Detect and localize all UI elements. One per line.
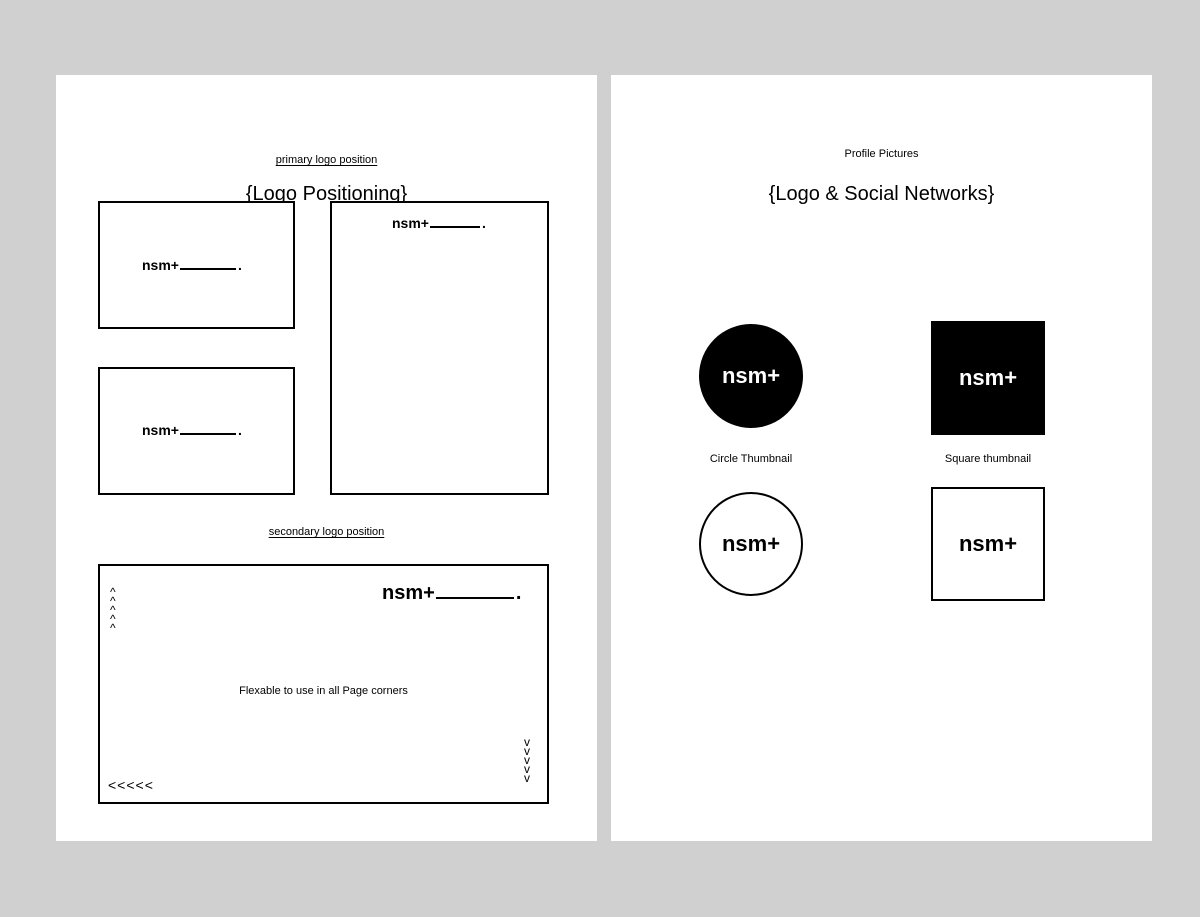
left-arrows: <<<<< (108, 777, 154, 793)
up-arrow-icon: ^ (110, 603, 116, 617)
page-title: {Logo & Social Networks} (768, 183, 995, 205)
logo-text: nsm+ (382, 582, 435, 604)
up-arrow-icon: ^ (110, 585, 116, 599)
down-arrows: v v v v v (524, 735, 530, 785)
logo-text: nsm+ (142, 257, 179, 273)
page-logo-social: {Logo & Social Networks} Profile Picture… (611, 75, 1152, 841)
down-arrow-icon: v (524, 735, 530, 749)
logo-wordmark: nsm+ . (392, 215, 486, 231)
circle-thumbnail-caption: Circle Thumbnail (709, 453, 793, 465)
logo-wordmark: nsm+ . (382, 582, 521, 605)
logo-text: nsm+ (958, 365, 1018, 390)
up-arrow-icon: ^ (110, 621, 116, 635)
logo-blank (435, 597, 514, 599)
logo-wordmark: nsm+ . (142, 257, 242, 273)
logo-dot: . (237, 257, 242, 273)
up-arrow-icon: ^ (110, 594, 116, 608)
page-logo-positioning: {Logo Positioning} primary logo position… (56, 75, 597, 841)
landscape-frame-bottom: nsm+ . (98, 367, 295, 495)
up-arrows: ^ ^ ^ ^ ^ (110, 585, 116, 635)
secondary-frame: nsm+ . ^ ^ ^ ^ ^ Flexable to use in all … (98, 564, 549, 804)
square-thumbnail-outline: nsm+ (931, 487, 1045, 601)
down-arrow-icon: v (524, 762, 530, 776)
logo-text: nsm+ (142, 422, 179, 438)
logo-dot: . (515, 582, 522, 604)
square-thumbnail-caption: Square thumbnail (944, 453, 1032, 465)
logo-blank (179, 268, 236, 270)
down-arrow-icon: v (524, 771, 530, 785)
logo-blank (429, 226, 480, 228)
down-arrow-icon: v (524, 744, 530, 758)
portrait-frame: nsm+ . (330, 201, 549, 495)
square-thumbnail-filled: nsm+ (931, 321, 1045, 435)
profile-pictures-heading: Profile Pictures (844, 148, 919, 160)
landscape-frame-top: nsm+ . (98, 201, 295, 329)
logo-text: nsm+ (392, 215, 429, 231)
primary-logo-heading: primary logo position (275, 154, 378, 166)
circle-thumbnail-filled: nsm+ (699, 324, 803, 428)
logo-wordmark: nsm+ . (142, 422, 242, 438)
logo-dot: . (481, 215, 486, 231)
circle-thumbnail-outline: nsm+ (699, 492, 803, 596)
logo-dot: . (237, 422, 242, 438)
logo-text: nsm+ (721, 363, 781, 388)
page-title: {Logo Positioning} (245, 183, 408, 205)
flexible-note: Flexable to use in all Page corners (239, 685, 408, 697)
up-arrow-icon: ^ (110, 612, 116, 626)
secondary-logo-heading: secondary logo position (268, 526, 385, 538)
logo-text: nsm+ (721, 531, 781, 556)
down-arrow-icon: v (524, 753, 530, 767)
logo-text: nsm+ (958, 531, 1018, 556)
logo-blank (179, 433, 236, 435)
